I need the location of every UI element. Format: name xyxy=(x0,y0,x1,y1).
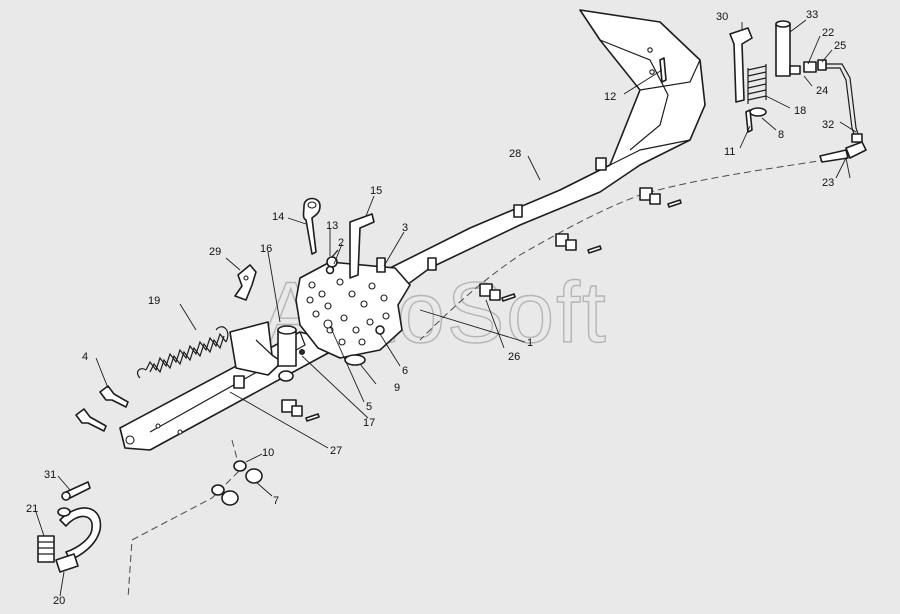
lever-30 xyxy=(729,27,753,103)
washer-8 xyxy=(749,107,767,117)
callout-14: 14 xyxy=(272,211,284,223)
callout-29: 29 xyxy=(209,246,221,258)
callout-8: 8 xyxy=(778,129,784,141)
pipe-32 xyxy=(826,63,861,141)
handle-pin-14 xyxy=(302,197,321,255)
callout-17: 17 xyxy=(363,417,375,429)
washer-10b xyxy=(211,484,225,496)
callout-12: 12 xyxy=(604,91,616,103)
callout-22: 22 xyxy=(822,27,834,39)
callout-24: 24 xyxy=(816,85,828,97)
callout-28: 28 xyxy=(509,148,521,160)
callout-21: 21 xyxy=(26,503,38,515)
pin-12 xyxy=(659,57,667,83)
pin-15 xyxy=(349,213,375,279)
fitting-25 xyxy=(817,59,827,71)
clamp-blocks xyxy=(281,187,682,422)
leader-lines xyxy=(35,19,857,597)
callout-23: 23 xyxy=(822,177,834,189)
callout-30: 30 xyxy=(716,11,728,23)
callout-6: 6 xyxy=(402,365,408,377)
pin-11 xyxy=(745,109,753,133)
nut-7b xyxy=(221,490,239,506)
nut-6 xyxy=(375,325,385,335)
callout-11: 11 xyxy=(724,146,735,158)
bolt-4 xyxy=(99,385,129,408)
cable-route-line xyxy=(419,157,839,341)
pin-17 xyxy=(299,349,305,355)
fitting-22 xyxy=(803,61,817,73)
bolt-3 xyxy=(376,257,386,273)
washer-10 xyxy=(233,460,247,472)
callout-25: 25 xyxy=(834,40,846,52)
callout-2: 2 xyxy=(338,237,344,249)
callout-1: 1 xyxy=(527,337,533,349)
callout-20: 20 xyxy=(53,595,65,607)
bolt-4b xyxy=(75,408,107,432)
latch-29 xyxy=(234,264,257,301)
callout-33: 33 xyxy=(806,9,818,21)
ring xyxy=(57,507,71,517)
clip-2 xyxy=(325,265,335,275)
callout-3: 3 xyxy=(402,222,408,234)
callout-4: 4 xyxy=(82,351,88,363)
callout-27: 27 xyxy=(330,445,342,457)
callout-26: 26 xyxy=(508,351,520,363)
callout-10: 10 xyxy=(262,447,274,459)
bolt-31 xyxy=(61,481,91,501)
clip-13 xyxy=(326,249,339,268)
callout-15: 15 xyxy=(370,185,382,197)
callout-5: 5 xyxy=(366,401,372,413)
callout-32: 32 xyxy=(822,119,834,131)
hook-20 xyxy=(55,507,102,573)
callout-16: 16 xyxy=(260,243,272,255)
connector-23 xyxy=(819,133,867,163)
lower-arm-27 xyxy=(119,331,331,451)
shaft-33 xyxy=(775,20,791,77)
bushing-16 xyxy=(277,325,297,382)
callout-19: 19 xyxy=(148,295,160,307)
nut-7 xyxy=(245,468,263,484)
callout-31: 31 xyxy=(44,469,56,481)
callout-7: 7 xyxy=(273,495,279,507)
spring-19 xyxy=(136,326,229,379)
lower-dashed-outline xyxy=(127,439,241,599)
spring-18 xyxy=(747,64,767,104)
frame-beam-28 xyxy=(374,9,706,301)
callout-9: 9 xyxy=(394,382,400,394)
cylinder-21 xyxy=(37,535,55,563)
callout-18: 18 xyxy=(794,105,806,117)
callout-labels: 30 33 22 25 12 24 18 32 8 11 28 23 15 14… xyxy=(26,9,846,607)
callout-13: 13 xyxy=(326,220,338,232)
fitting-24 xyxy=(789,65,801,75)
washer-9 xyxy=(344,354,366,366)
